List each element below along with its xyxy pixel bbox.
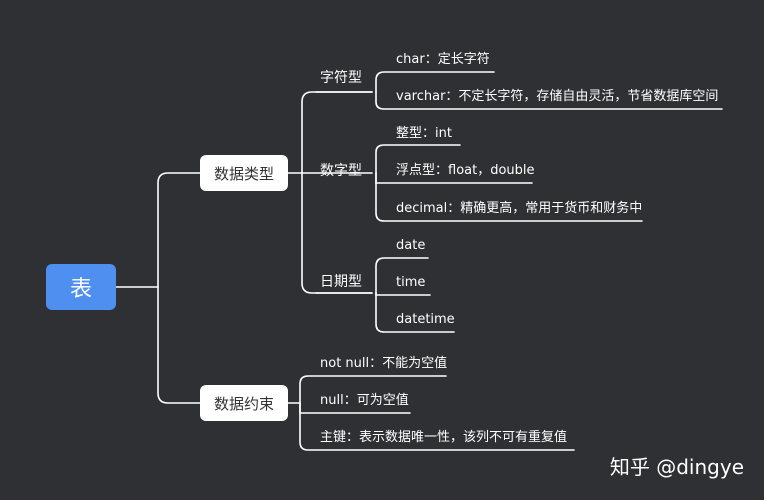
- node-string-type[interactable]: 字符型: [320, 70, 362, 86]
- node-number-type[interactable]: 数字型: [320, 163, 362, 179]
- root-node[interactable]: 表: [46, 264, 116, 310]
- watermark: 知乎 @dingye: [609, 455, 744, 479]
- leaf-varchar[interactable]: varchar：不定长字符，存储自由灵活，节省数据库空间: [396, 89, 719, 104]
- leaf-primary-key[interactable]: 主键：表示数据唯一性，该列不可有重复值: [320, 430, 568, 445]
- leaf-int[interactable]: 整型：int: [396, 126, 452, 141]
- leaf-decimal[interactable]: decimal：精确更高，常用于货币和财务中: [396, 201, 643, 216]
- node-constraints[interactable]: 数据约束: [200, 385, 288, 421]
- node-date-type[interactable]: 日期型: [320, 274, 362, 290]
- leaf-time[interactable]: time: [396, 275, 426, 290]
- leaf-null[interactable]: null：可为空值: [320, 393, 409, 408]
- leaf-float[interactable]: 浮点型：float，double: [396, 163, 535, 178]
- leaf-datetime[interactable]: datetime: [396, 312, 455, 327]
- leaf-char[interactable]: char：定长字符: [396, 52, 490, 67]
- leaf-date[interactable]: date: [396, 238, 426, 253]
- leaf-not-null[interactable]: not null：不能为空值: [320, 356, 448, 371]
- node-data-types[interactable]: 数据类型: [200, 155, 288, 191]
